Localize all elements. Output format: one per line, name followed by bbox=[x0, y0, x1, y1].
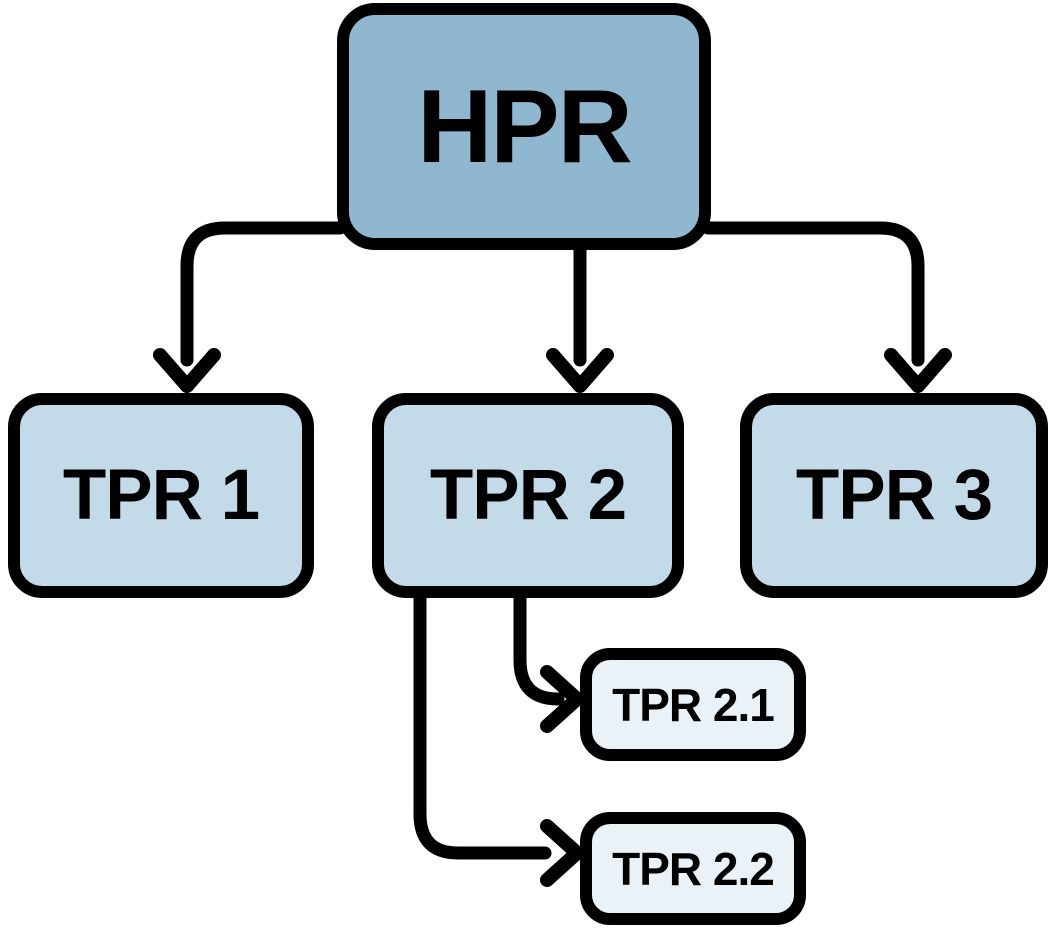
edge-hpr-to-tpr3 bbox=[701, 221, 925, 367]
node-tpr-2-label: TPR 2 bbox=[429, 456, 627, 535]
arrowhead-down-tpr1-icon bbox=[153, 348, 221, 393]
node-tpr-3-label: TPR 3 bbox=[795, 456, 993, 535]
node-tpr-1: TPR 1 bbox=[8, 393, 314, 598]
arrowhead-right-tpr22-icon bbox=[540, 819, 584, 887]
node-tpr-2-2-label: TPR 2.2 bbox=[612, 842, 775, 895]
node-tpr-1-label: TPR 1 bbox=[62, 456, 260, 535]
node-tpr-2-1: TPR 2.1 bbox=[580, 648, 806, 761]
edge-tpr2-to-tpr22 bbox=[413, 589, 552, 860]
node-tpr-2-2: TPR 2.2 bbox=[580, 812, 806, 925]
edge-hpr-to-tpr1 bbox=[180, 221, 347, 367]
edge-tpr2-to-tpr21 bbox=[513, 589, 565, 706]
node-tpr-3: TPR 3 bbox=[740, 393, 1048, 598]
arrowhead-down-tpr2-icon bbox=[546, 348, 614, 393]
node-hpr: HPR bbox=[337, 3, 711, 250]
node-tpr-2-1-label: TPR 2.1 bbox=[612, 678, 775, 731]
arrowhead-down-tpr3-icon bbox=[884, 348, 952, 393]
arrowhead-right-tpr21-icon bbox=[540, 665, 584, 733]
node-hpr-label: HPR bbox=[417, 68, 633, 185]
node-tpr-2: TPR 2 bbox=[372, 393, 684, 598]
